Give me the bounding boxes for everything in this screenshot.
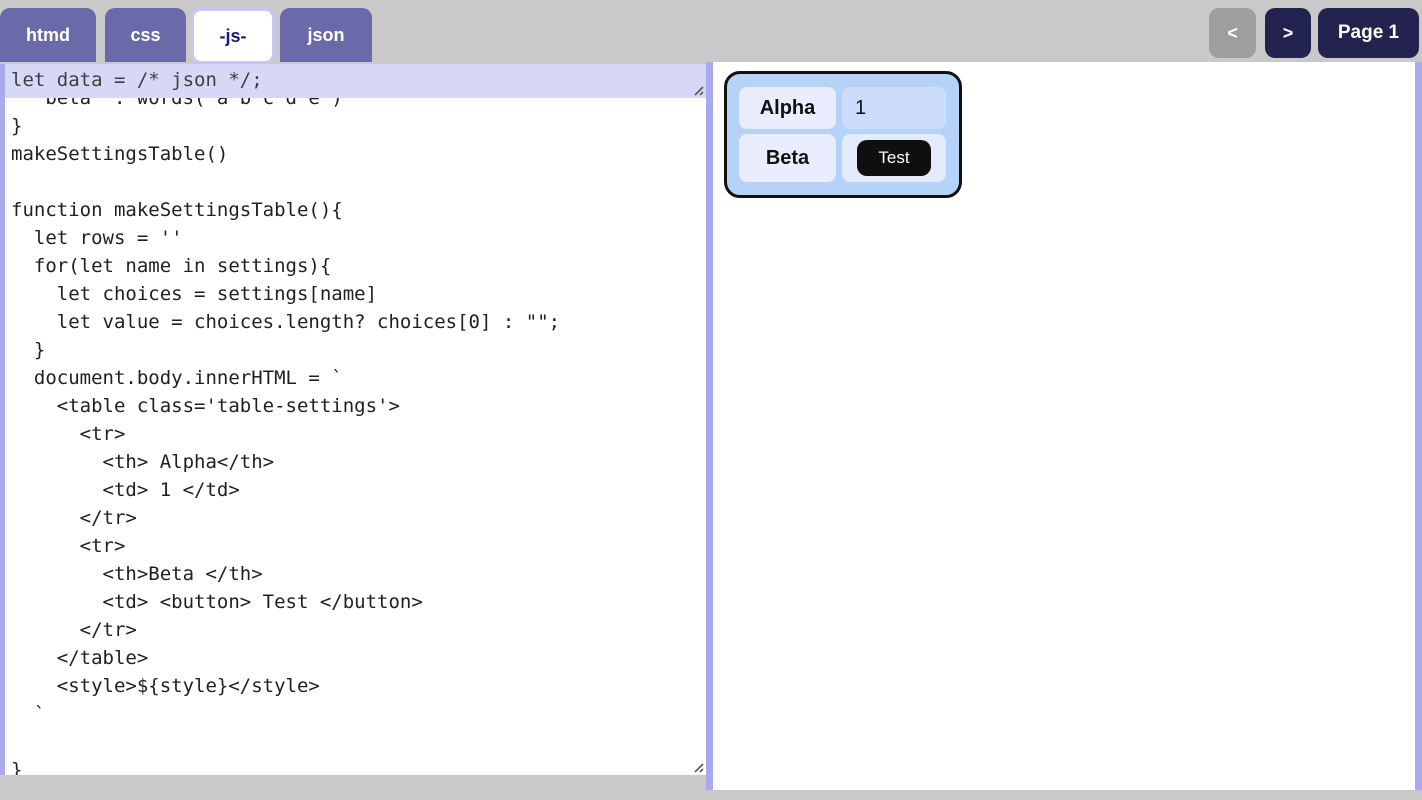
page-indicator-button[interactable]: Page 1 [1318, 8, 1419, 58]
tab-js[interactable]: -js- [191, 8, 275, 64]
data-line-text: let data = /* json */; [11, 69, 263, 91]
preview-pane: Alpha 1 Beta Test [706, 62, 1422, 790]
tab-htmd[interactable]: htmd [0, 8, 96, 62]
resize-grip-icon[interactable] [691, 760, 704, 773]
table-header-beta: Beta [739, 134, 836, 182]
next-page-button[interactable]: > [1265, 8, 1311, 58]
data-line-editor[interactable]: let data = /* json */; [0, 64, 706, 98]
js-code-text: 'beta' : words('a b c d e') } makeSettin… [11, 98, 561, 775]
js-code-editor[interactable]: 'beta' : words('a b c d e') } makeSettin… [0, 98, 706, 775]
resize-grip-icon[interactable] [691, 83, 704, 96]
settings-table: Alpha 1 Beta Test [724, 71, 962, 198]
tab-css[interactable]: css [105, 8, 186, 62]
tab-json[interactable]: json [280, 8, 372, 62]
table-header-alpha: Alpha [739, 87, 836, 129]
table-cell-beta: Test [842, 134, 946, 182]
tab-bar: htmd css -js- json < > Page 1 [0, 0, 1422, 64]
test-button[interactable]: Test [857, 140, 931, 176]
prev-page-button[interactable]: < [1209, 8, 1256, 58]
table-value-alpha: 1 [842, 87, 946, 129]
